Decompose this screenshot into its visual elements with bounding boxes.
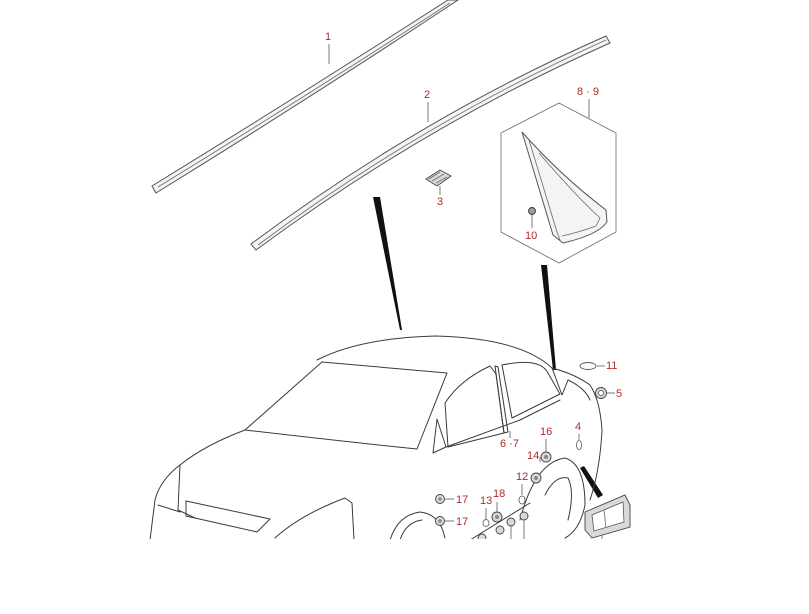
- clip-part-18[interactable]: [491, 502, 503, 523]
- callout-18: 18: [493, 488, 506, 500]
- quarter-window-group: [500, 99, 617, 264]
- callout-4: 4: [575, 421, 582, 433]
- pointer-roof-to-car: [373, 197, 402, 330]
- callout-8-9: 8 · 9: [577, 86, 600, 98]
- callout-3: 3: [437, 196, 444, 208]
- plug-part-13[interactable]: [482, 508, 490, 527]
- cap-part-5[interactable]: [595, 387, 616, 399]
- callout-14: 14: [527, 450, 540, 462]
- callout-10: 10: [525, 230, 538, 242]
- clip-part-17-lower[interactable]: [435, 516, 455, 526]
- pointer-bumper-to-car: [580, 466, 603, 498]
- callout-11: 11: [606, 360, 618, 372]
- clip-part-3[interactable]: [425, 169, 452, 195]
- callout-5: 5: [616, 388, 623, 400]
- callout-12: 12: [516, 471, 529, 483]
- callout-17-upper: 17: [456, 494, 469, 506]
- nut-part-16[interactable]: [540, 439, 552, 463]
- callout-2: 2: [424, 89, 431, 101]
- car-outline: [149, 335, 603, 541]
- diagram-bottom-edge: [0, 539, 809, 614]
- plug-part-4[interactable]: [576, 434, 582, 450]
- bumper-pad-part[interactable]: [584, 494, 631, 540]
- callout-1: 1: [325, 31, 332, 43]
- nut-part-12[interactable]: [530, 472, 542, 484]
- callout-17-lower: 17: [456, 516, 469, 528]
- grommet-part-11[interactable]: [579, 362, 605, 370]
- callout-16: 16: [540, 426, 553, 438]
- roof-moulding-part-2[interactable]: [250, 35, 611, 251]
- callout-6-7: 6 ·7: [500, 438, 519, 450]
- plug-part-12-ring[interactable]: [518, 484, 526, 505]
- pointer-window-to-car: [541, 265, 556, 370]
- rocker-clips: [477, 511, 529, 543]
- clip-part-17-upper[interactable]: [435, 494, 455, 504]
- callout-13: 13: [480, 495, 493, 507]
- roof-rail-part-1[interactable]: [151, 0, 459, 194]
- quarter-window-glass-part-8-9[interactable]: [521, 131, 608, 244]
- fastener-part-10[interactable]: [528, 207, 536, 229]
